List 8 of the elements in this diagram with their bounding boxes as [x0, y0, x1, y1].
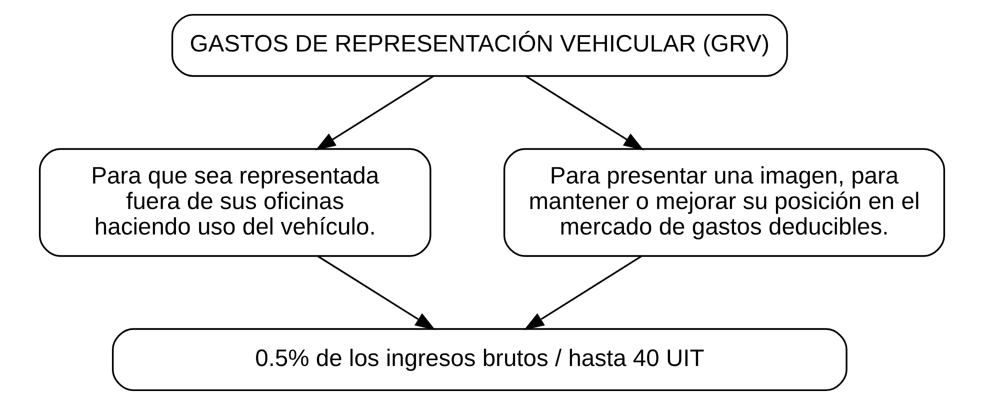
arrow	[315, 75, 434, 150]
arrow	[524, 256, 642, 330]
node-box: Para que sea representada fuera de sus oficinas haciendo uso del vehículo.	[38, 148, 432, 257]
node-box: Para presentar una imagen, para mantener o mejorar su posición en el mercado de gastos deducibles.	[503, 148, 946, 257]
node-box: 0.5% de los ingresos brutos / hasta 40 UIT	[112, 328, 848, 392]
arrow	[317, 256, 436, 330]
arrow	[525, 75, 644, 150]
node-box: GASTOS DE REPRESENTACIÓN VEHICULAR (GRV)	[171, 14, 788, 77]
